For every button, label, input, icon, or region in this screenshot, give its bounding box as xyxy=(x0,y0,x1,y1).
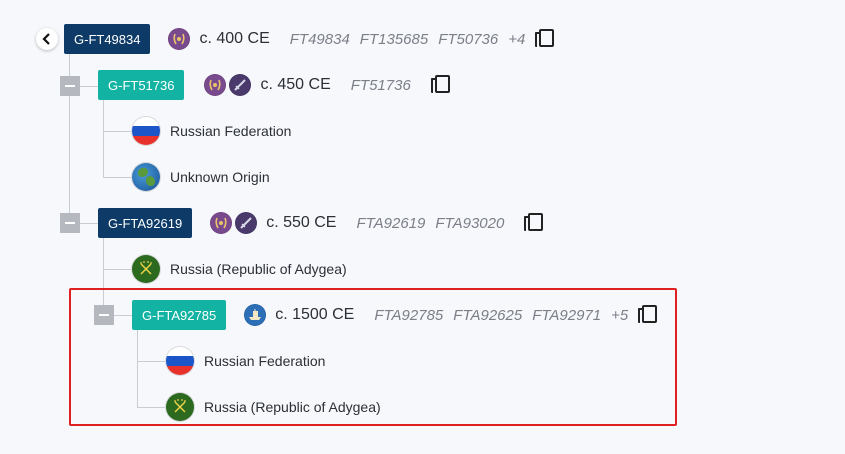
sample-id: FTA93020 xyxy=(435,214,505,232)
origin-label: Russia (Republic of Adygea) xyxy=(170,261,347,277)
origin-label: Unknown Origin xyxy=(170,169,270,185)
tree-connector xyxy=(103,238,104,316)
origin-row: Russian Federation xyxy=(166,346,325,376)
laurel-icon xyxy=(168,28,191,50)
laurel-icon xyxy=(210,212,233,234)
date-label: c. 550 CE xyxy=(266,214,337,231)
haplogroup-node[interactable]: G-FT49834 xyxy=(64,24,151,54)
origin-row: Russian Federation xyxy=(132,116,291,146)
haplogroup-node[interactable]: G-FT51736 xyxy=(98,70,185,100)
origin-row: Russia (Republic of Adygea) xyxy=(132,254,347,284)
copy-icon[interactable] xyxy=(430,75,450,95)
highlight-box xyxy=(69,288,677,426)
date-label: c. 1500 CE xyxy=(275,306,355,323)
adygea-flag-icon xyxy=(166,393,194,421)
sword-icon xyxy=(229,74,252,96)
date-label: c. 450 CE xyxy=(260,76,331,93)
tree-connector xyxy=(137,407,165,408)
tree-row-root: G-FT49834 c. 400 CE FT49834 FT135685 FT5… xyxy=(64,24,555,54)
tree-connector xyxy=(103,177,131,178)
origin-label: Russian Federation xyxy=(170,123,292,139)
sample-id: FT51736 xyxy=(350,76,411,94)
tree-connector xyxy=(113,315,133,316)
tree-connector xyxy=(103,269,131,270)
tree-row-child2: G-FTA92619 c. 550 CE FTA92619 FTA93020 xyxy=(98,208,544,238)
sample-id: FTA92971 xyxy=(532,306,602,324)
tree-connector xyxy=(137,361,165,362)
chevron-left-icon xyxy=(42,33,50,45)
origin-row: Unknown Origin xyxy=(132,162,270,192)
sample-id: FT135685 xyxy=(359,30,429,48)
collapse-button[interactable] xyxy=(94,305,114,325)
tree-connector xyxy=(79,86,99,87)
tree-row-child3: G-FTA92785 c. 1500 CE FTA92785 FTA92625 … xyxy=(132,300,658,330)
tree-connector xyxy=(69,54,70,222)
copy-icon[interactable] xyxy=(638,305,658,325)
adygea-flag-icon xyxy=(132,255,160,283)
laurel-icon xyxy=(204,74,227,96)
collapse-button[interactable] xyxy=(60,76,80,96)
ship-icon xyxy=(244,304,267,326)
sample-id: FTA92625 xyxy=(453,306,523,324)
back-button[interactable] xyxy=(36,28,58,50)
copy-icon[interactable] xyxy=(524,213,544,233)
origin-row: Russia (Republic of Adygea) xyxy=(166,392,381,422)
russia-flag-icon xyxy=(132,117,160,145)
globe-icon xyxy=(132,163,160,191)
tree-connector xyxy=(79,223,99,224)
tree-connector xyxy=(103,100,104,178)
russia-flag-icon xyxy=(166,347,194,375)
sample-id: FTA92785 xyxy=(374,306,444,324)
sample-id: FT49834 xyxy=(289,30,350,48)
copy-icon[interactable] xyxy=(535,29,555,49)
collapse-button[interactable] xyxy=(60,213,80,233)
origin-label: Russian Federation xyxy=(204,353,326,369)
tree-connector xyxy=(103,131,131,132)
haplogroup-node[interactable]: G-FTA92785 xyxy=(132,300,227,330)
tree-connector xyxy=(137,330,138,408)
sample-id: FT50736 xyxy=(438,30,499,48)
sword-icon xyxy=(235,212,258,234)
tree-row-child1: G-FT51736 c. 450 CE FT51736 xyxy=(98,70,450,100)
origin-label: Russia (Republic of Adygea) xyxy=(204,399,381,415)
date-label: c. 400 CE xyxy=(199,30,270,47)
more-ids-count[interactable]: +5 xyxy=(611,306,629,324)
haplogroup-node[interactable]: G-FTA92619 xyxy=(98,208,193,238)
sample-id: FTA92619 xyxy=(356,214,426,232)
more-ids-count[interactable]: +4 xyxy=(508,30,526,48)
